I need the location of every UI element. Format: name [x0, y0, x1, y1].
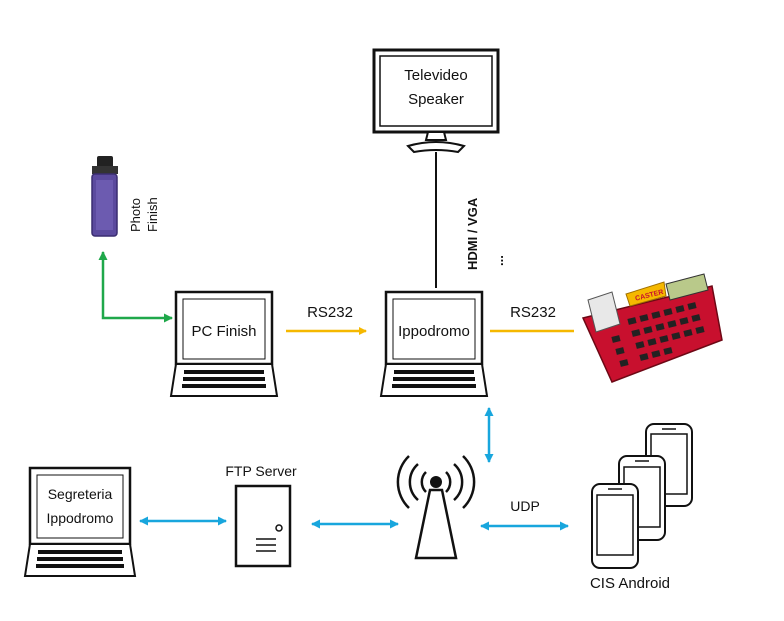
- ftp-server-icon: [234, 484, 292, 568]
- segreteria-label-line2: Ippodromo: [47, 510, 114, 526]
- hdmi-vga-label: HDMI / VGA: [465, 197, 480, 270]
- rs232-pc-to-ippodromo-label: RS232: [307, 304, 353, 321]
- udp-label: UDP: [510, 498, 540, 514]
- pc-finish-laptop-icon: [169, 290, 279, 397]
- segreteria-laptop-icon: [23, 466, 137, 577]
- usb-connection: [98, 251, 173, 323]
- photo-finish-label-line2: Finish: [145, 197, 160, 232]
- ticket-printer-terminal-icon: CASTER: [581, 273, 723, 383]
- android-phones-icon: [591, 423, 693, 569]
- pc-finish-label: PC Finish: [191, 323, 256, 340]
- phone-front-icon: [591, 483, 639, 569]
- ippodromo-label: Ippodromo: [398, 323, 470, 340]
- photo-finish-camera-icon: [91, 156, 118, 237]
- ftp-server-label: FTP Server: [225, 463, 297, 479]
- monitor-label-line1: Televideo: [404, 67, 467, 84]
- rs232-ippodromo-to-printer-label: RS232: [510, 304, 556, 321]
- monitor-label-line2: Speaker: [408, 91, 464, 108]
- hdmi-vga-more-label: ...: [491, 255, 506, 266]
- cis-android-label: CIS Android: [590, 575, 670, 592]
- wireless-antenna-icon: [396, 455, 476, 560]
- segreteria-label-line1: Segreteria: [48, 486, 113, 502]
- monitor-icon: [372, 48, 500, 154]
- photo-finish-label-line1: Photo: [128, 198, 143, 232]
- ippodromo-laptop-icon: [379, 290, 489, 397]
